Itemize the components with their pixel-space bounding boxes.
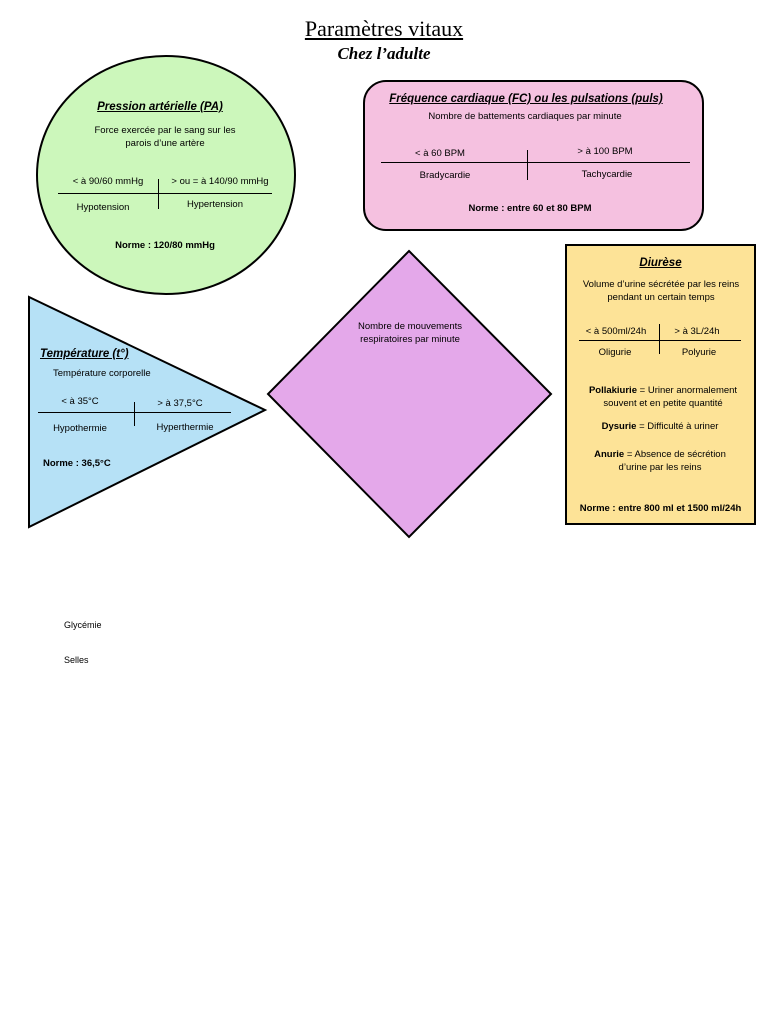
diurese-box: [565, 244, 756, 525]
page-subtitle: Chez l’adulte: [337, 44, 431, 63]
temperature-definition: Température corporelle: [53, 368, 151, 379]
anurie-entry: Anurie = Absence de sécrétion d’urine pa…: [580, 448, 740, 474]
respiration-diamond: [266, 249, 553, 539]
temperature-separator: [134, 402, 135, 426]
pa-low-threshold: < à 90/60 mmHg: [72, 176, 144, 187]
fc-high-term: Tachycardie: [581, 169, 633, 180]
diurese-high-threshold: > à 3L/24h: [674, 326, 720, 337]
temperature-high-threshold: > à 37,5°C: [157, 398, 203, 409]
pa-separator: [158, 179, 159, 209]
pa-norm: Norme : 120/80 mmHg: [115, 240, 215, 251]
diurese-low-term: Oligurie: [598, 347, 632, 358]
pa-heading: Pression artérielle (PA): [97, 101, 223, 113]
temperature-heading: Température (t°): [40, 348, 129, 360]
temperature-high-term: Hyperthermie: [156, 422, 214, 433]
fc-norm: Norme : entre 60 et 80 BPM: [468, 203, 592, 214]
page-title: Paramètres vitaux: [304, 16, 464, 41]
pa-definition: Force exercée par le sang sur les parois…: [94, 125, 236, 149]
anurie-term: Anurie: [594, 449, 625, 460]
pa-divider-line: [58, 193, 272, 194]
diurese-definition: Volume d’urine sécrétée par les reins pe…: [582, 279, 740, 303]
respiration-definition: Nombre de mouvements respiratoires par m…: [357, 321, 463, 345]
diurese-high-term: Polyurie: [681, 347, 717, 358]
fc-divider-line: [381, 162, 690, 163]
dysurie-definition: = Difficulté à uriner: [639, 421, 719, 432]
fc-separator: [527, 150, 528, 180]
pa-low-term: Hypotension: [76, 202, 130, 213]
pollakiurie-entry: Pollakiurie = Uriner anormalement souven…: [583, 384, 743, 410]
fc-rounded-box: [363, 80, 704, 231]
dysurie-entry: Dysurie = Difficulté à uriner: [575, 420, 745, 433]
pollakiurie-term: Pollakiurie: [588, 385, 637, 396]
pa-high-threshold: > ou = à 140/90 mmHg: [171, 176, 269, 187]
diurese-divider-line: [579, 340, 741, 341]
anurie-definition: = Absence de sécrétion d’urine par les r…: [618, 449, 726, 473]
fc-definition: Nombre de battements cardiaques par minu…: [428, 111, 622, 122]
glycemie-label: Glycémie: [64, 620, 102, 630]
selles-label: Selles: [64, 655, 89, 665]
diurese-norm: Norme : entre 800 ml et 1500 ml/24h: [579, 503, 742, 514]
fc-high-threshold: > à 100 BPM: [577, 146, 633, 157]
dysurie-term: Dysurie: [601, 421, 637, 432]
pa-circle: [36, 55, 296, 295]
temperature-norm: Norme : 36,5°C: [43, 458, 111, 469]
temperature-low-threshold: < à 35°C: [61, 396, 99, 407]
fc-low-threshold: < à 60 BPM: [415, 148, 465, 159]
fc-heading: Fréquence cardiaque (FC) ou les pulsatio…: [389, 93, 663, 105]
diurese-separator: [659, 324, 660, 354]
pa-high-term: Hypertension: [187, 199, 243, 210]
fc-low-term: Bradycardie: [419, 170, 471, 181]
temperature-low-term: Hypothermie: [53, 423, 107, 434]
diurese-low-threshold: < à 500ml/24h: [585, 326, 647, 337]
pollakiurie-definition: = Uriner anormalement souvent et en peti…: [603, 385, 738, 409]
diurese-heading: Diurèse: [639, 257, 682, 269]
